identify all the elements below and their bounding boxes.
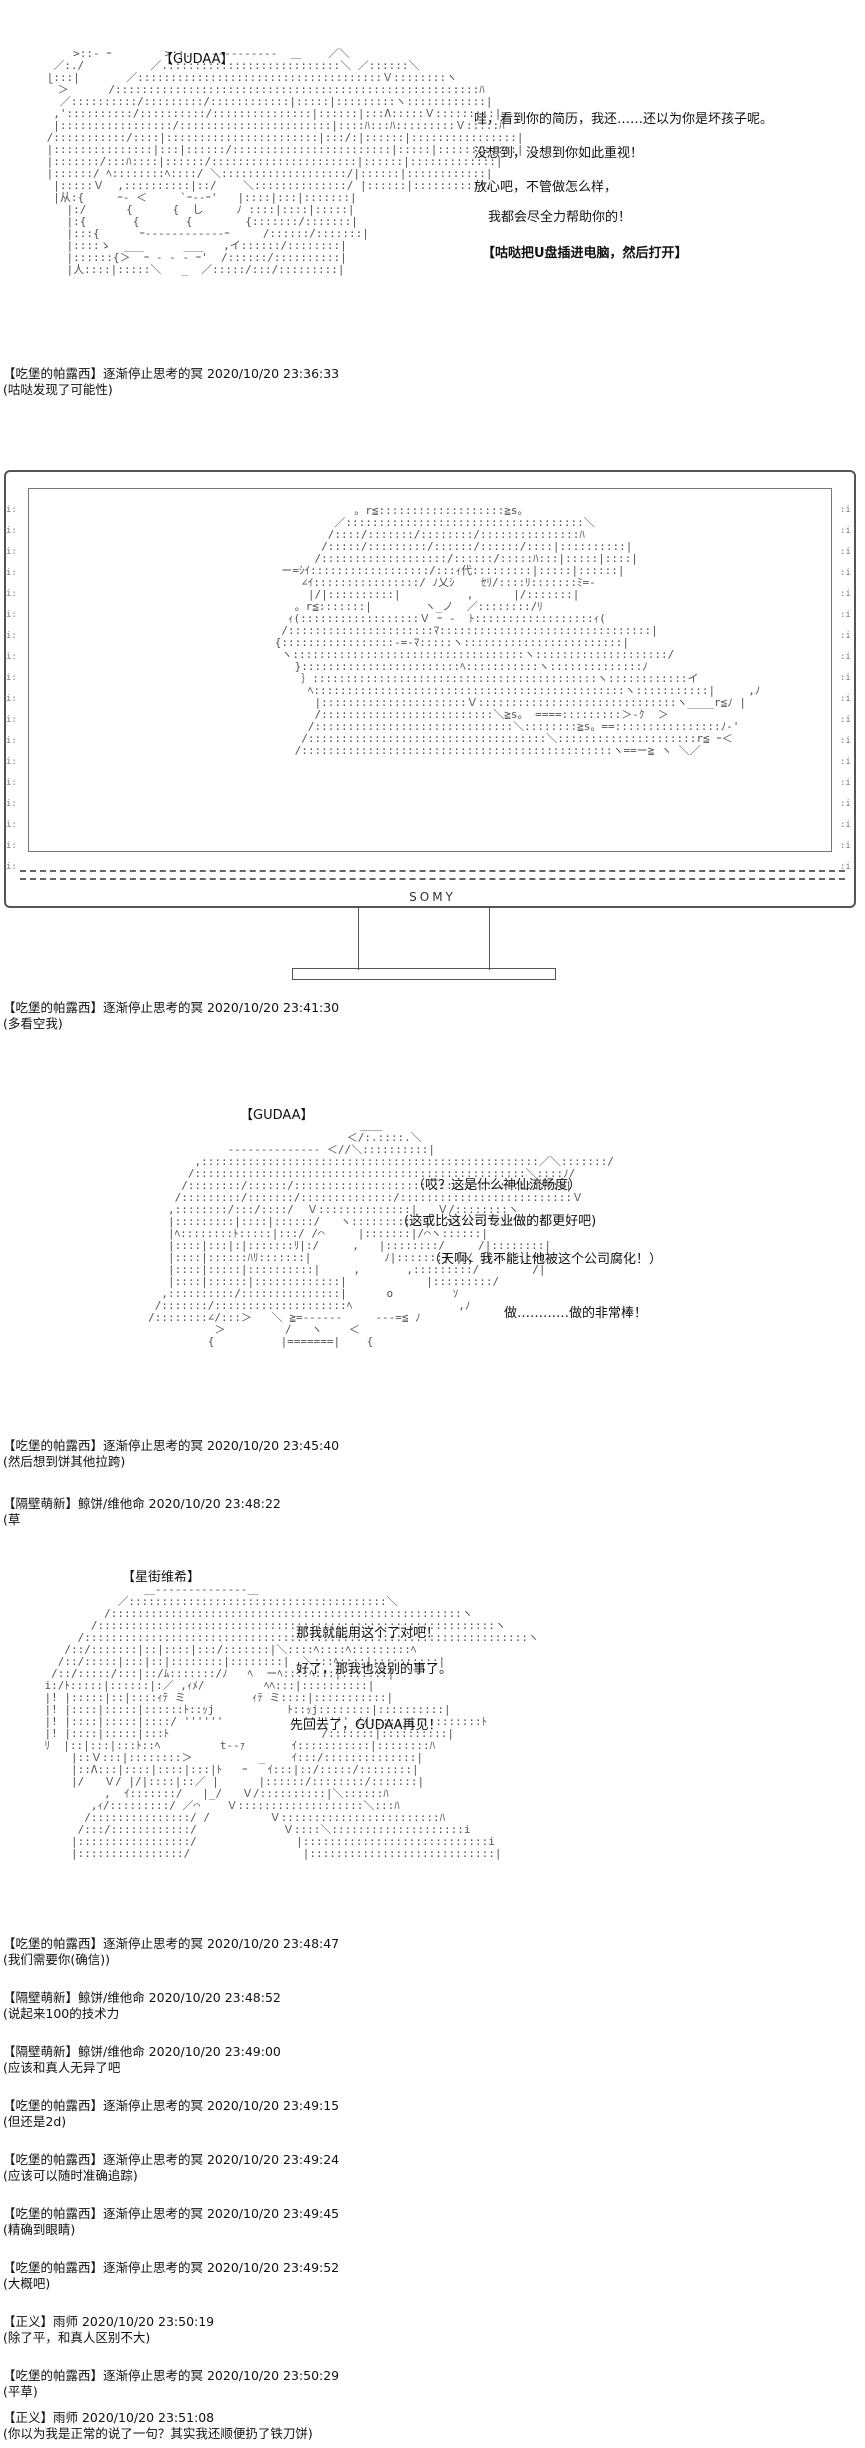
scene2-line-3: （天啊，我不能让他被这个公司腐化！） xyxy=(428,1252,663,1267)
scene3-speaker: 【星街维希】 xyxy=(122,1570,201,1585)
post-header: 【正义】雨师 2020/10/20 23:51:08 xyxy=(3,2410,215,2425)
scene2-speaker: 【GUDAA】 xyxy=(240,1108,314,1123)
monitor-stand-neck xyxy=(358,908,490,970)
ascii-art-suisei: ＿‐‐‐‐‐‐‐‐‐‐‐‐‐‐＿ ／::::::::::::::::::::::… xyxy=(44,1583,539,1860)
post-text: (我们需要你(确信)) xyxy=(3,1952,111,1967)
scene3-line-3: 先回去了，GUDAA再见！ xyxy=(290,1718,442,1733)
scene1-line-2: 没想到，没想到你如此重视！ xyxy=(474,146,644,161)
post-4: 【隔壁萌新】鲸饼/维他命 2020/10/20 23:48:22 (草 xyxy=(3,1496,281,1528)
screen-bottom-border-2 xyxy=(20,878,845,880)
post-8: 【吃堡的帕露西】逐渐停止思考的冥 2020/10/20 23:49:15 (但还… xyxy=(3,2098,339,2130)
post-7: 【隔壁萌新】鲸饼/维他命 2020/10/20 23:49:00 (应该和真人无… xyxy=(3,2044,281,2076)
monitor-screen xyxy=(28,488,832,852)
monitor-frame xyxy=(4,470,856,908)
post-header: 【吃堡的帕露西】逐渐停止思考的冥 2020/10/20 23:45:40 xyxy=(3,1438,340,1453)
post-text: (说起来100的技术力 xyxy=(3,2006,120,2021)
post-header: 【吃堡的帕露西】逐渐停止思考的冥 2020/10/20 23:36:33 xyxy=(3,366,340,381)
ascii-art-screen-character: 。r≦:::::::::::::::::::≧s。 ／:::::::::::::… xyxy=(274,504,761,757)
scene2-line-1: （哎？这是什么神仙流畅度） xyxy=(412,1178,582,1193)
ascii-art-monitor-edge-right: :i :i :i :i :i :i :i :i :i :i :i :i :i :… xyxy=(840,505,851,872)
scene1-line-1: 哇，看到你的简历，我还……还以为你是坏孩子呢。 xyxy=(474,112,774,127)
ascii-art-monitor-edge-left: i: i: i: i: i: i: i: i: i: i: i: i: i: i… xyxy=(6,505,17,872)
post-text: (多看空我) xyxy=(3,1016,63,1031)
post-text: (咕哒发现了可能性) xyxy=(3,382,113,397)
scene1-speaker: 【GUDAA】 xyxy=(160,52,234,67)
post-14: 【正义】雨师 2020/10/20 23:51:08 (你以为我是正常的说了一句… xyxy=(3,2410,313,2442)
screen-bottom-border xyxy=(20,870,845,872)
scene1-line-5: 【咕哒把U盘插进电脑，然后打开】 xyxy=(482,246,688,261)
post-12: 【正义】雨师 2020/10/20 23:50:19 (除了平，和真人区别不大) xyxy=(3,2314,214,2346)
scene1-line-4: 我都会尽全力帮助你的！ xyxy=(488,210,632,225)
scene2-line-2: (这或比这公司专业做的都更好吧) xyxy=(404,1214,597,1229)
post-5: 【吃堡的帕露西】逐渐停止思考的冥 2020/10/20 23:48:47 (我们… xyxy=(3,1936,339,1968)
post-10: 【吃堡的帕露西】逐渐停止思考的冥 2020/10/20 23:49:45 (精确… xyxy=(3,2206,339,2238)
post-text: (你以为我是正常的说了一句？其实我还顺便扔了铁刀饼) xyxy=(3,2426,313,2441)
scene3-line-1: 那我就能用这个了对吧！ xyxy=(296,1626,440,1641)
monitor-brand: SOMY xyxy=(409,890,456,904)
post-text: (但还是2d) xyxy=(3,2114,67,2129)
post-header: 【隔壁萌新】鲸饼/维他命 2020/10/20 23:48:52 xyxy=(3,1990,281,2005)
post-header: 【吃堡的帕露西】逐渐停止思考的冥 2020/10/20 23:49:45 xyxy=(3,2206,340,2221)
post-11: 【吃堡的帕露西】逐渐停止思考的冥 2020/10/20 23:49:52 (大概… xyxy=(3,2260,339,2292)
ascii-art-gudaa-2: ＿＿ ＜/:.::::.＼ ‐‐‐‐‐‐‐‐‐‐‐‐‐‐ ＜//＼:::::::… xyxy=(148,1119,614,1348)
post-text: (精确到眼睛) xyxy=(3,2222,76,2237)
post-header: 【吃堡的帕露西】逐渐停止思考的冥 2020/10/20 23:49:24 xyxy=(3,2152,340,2167)
post-header: 【吃堡的帕露西】逐渐停止思考的冥 2020/10/20 23:49:52 xyxy=(3,2260,340,2275)
scene1-line-3: 放心吧，不管做怎么样， xyxy=(474,180,618,195)
post-header: 【隔壁萌新】鲸饼/维他命 2020/10/20 23:49:00 xyxy=(3,2044,281,2059)
post-header: 【吃堡的帕露西】逐渐停止思考的冥 2020/10/20 23:48:47 xyxy=(3,1936,340,1951)
post-text: (草 xyxy=(3,1512,21,1527)
scene3-line-2: 好了，那我也没别的事了。 xyxy=(296,1662,453,1677)
monitor-stand-base xyxy=(292,968,556,980)
post-text: (大概吧) xyxy=(3,2276,51,2291)
post-3: 【吃堡的帕露西】逐渐停止思考的冥 2020/10/20 23:45:40 (然后… xyxy=(3,1438,339,1470)
post-text: (应该可以随时准确追踪) xyxy=(3,2168,138,2183)
post-9: 【吃堡的帕露西】逐渐停止思考的冥 2020/10/20 23:49:24 (应该… xyxy=(3,2152,339,2184)
post-text: (除了平，和真人区别不大) xyxy=(3,2330,151,2345)
post-header: 【正义】雨师 2020/10/20 23:50:19 xyxy=(3,2314,215,2329)
post-2: 【吃堡的帕露西】逐渐停止思考的冥 2020/10/20 23:41:30 (多看… xyxy=(3,1000,339,1032)
post-6: 【隔壁萌新】鲸饼/维他命 2020/10/20 23:48:52 (说起来100… xyxy=(3,1990,281,2022)
post-header: 【吃堡的帕露西】逐渐停止思考的冥 2020/10/20 23:49:15 xyxy=(3,2098,340,2113)
post-text: (然后想到饼其他拉跨) xyxy=(3,1454,126,1469)
scene2-line-4: 做…………做的非常棒！ xyxy=(504,1306,648,1321)
post-13: 【吃堡的帕露西】逐渐停止思考的冥 2020/10/20 23:50:29 (平草… xyxy=(3,2368,339,2400)
post-text: (应该和真人无异了吧 xyxy=(3,2060,121,2075)
post-header: 【吃堡的帕露西】逐渐停止思考的冥 2020/10/20 23:41:30 xyxy=(3,1000,340,1015)
post-text: (平草) xyxy=(3,2384,38,2399)
post-1: 【吃堡的帕露西】逐渐停止思考的冥 2020/10/20 23:36:33 (咕哒… xyxy=(3,366,339,398)
post-header: 【隔壁萌新】鲸饼/维他命 2020/10/20 23:48:22 xyxy=(3,1496,281,1511)
ascii-art-gudaa-1: >::‐ ｰ >::.. ‐‐‐‐‐‐‐‐‐- ＿ ／＼ ／:./ ／.::::… xyxy=(46,47,524,276)
post-header: 【吃堡的帕露西】逐渐停止思考的冥 2020/10/20 23:50:29 xyxy=(3,2368,340,2383)
